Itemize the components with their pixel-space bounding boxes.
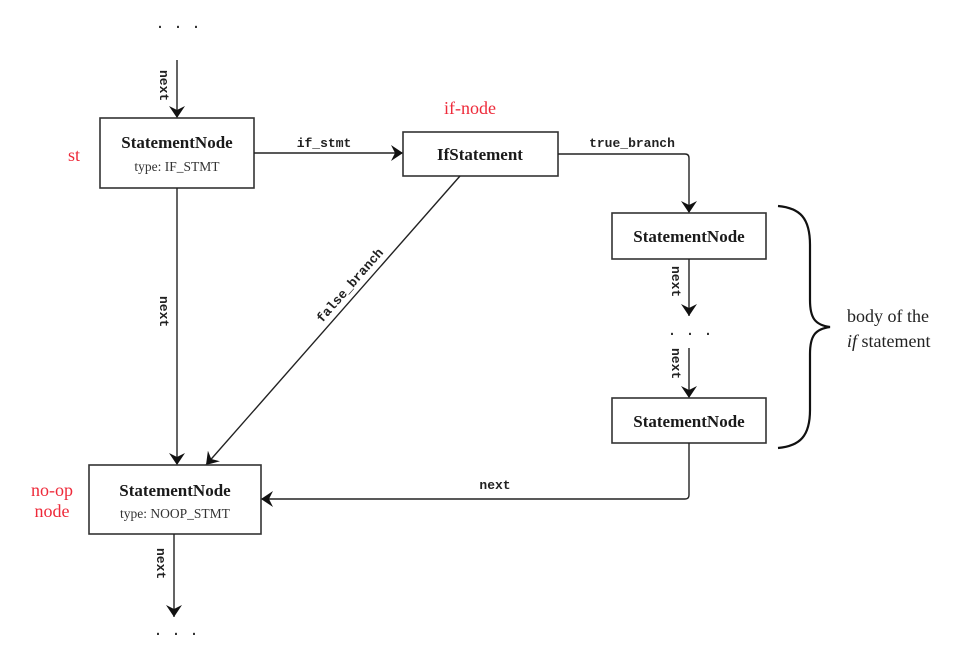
edge-label-top-next: next <box>156 70 171 101</box>
brace-label-statement: statement <box>857 331 930 351</box>
brace-label-line1: body of the <box>847 306 929 326</box>
edge-label-true-branch: true_branch <box>589 136 675 151</box>
node-body-last: StatementNode <box>611 397 767 444</box>
brace-icon <box>777 204 831 450</box>
node-st-statement: StatementNode type: IF_STMT <box>99 117 255 189</box>
annotation-if-node: if-node <box>444 98 496 118</box>
edge-return-next <box>261 443 690 507</box>
annotation-noop-line1: no-op <box>31 480 73 500</box>
node-noop-box <box>88 464 262 535</box>
node-body-first: StatementNode <box>611 212 767 260</box>
node-noop-subtitle: type: NOOP_STMT <box>120 506 231 521</box>
node-st-box <box>99 117 255 189</box>
node-if-statement: IfStatement <box>402 131 559 177</box>
node-st-subtitle: type: IF_STMT <box>134 159 220 174</box>
node-st-title: StatementNode <box>121 133 233 152</box>
edge-label-body-next-2: next <box>668 348 683 379</box>
node-noop-title: StatementNode <box>119 481 231 500</box>
node-body-first-title: StatementNode <box>633 227 745 246</box>
edge-label-body-next-1: next <box>668 266 683 297</box>
edge-label-false-branch: false_branch <box>314 245 387 325</box>
brace-label-line2: if statement <box>847 331 931 351</box>
ellipsis-bottom: . . . <box>153 623 198 640</box>
edge-true-branch <box>558 153 697 213</box>
node-body-first-box <box>611 212 767 260</box>
ellipsis-body: . . . <box>667 323 712 340</box>
edge-label-return-next: next <box>479 478 510 493</box>
edge-label-if-stmt: if_stmt <box>297 136 352 151</box>
edge-label-bottom-next: next <box>153 548 168 579</box>
edge-label-st-next: next <box>156 296 171 327</box>
annotation-st: st <box>68 145 80 165</box>
node-noop-statement: StatementNode type: NOOP_STMT <box>88 464 262 535</box>
node-body-last-box <box>611 397 767 444</box>
ellipsis-top: . . . <box>155 16 200 33</box>
edge-false-branch <box>205 175 461 466</box>
annotation-noop-line2: node <box>35 501 70 521</box>
node-if-title: IfStatement <box>437 145 523 164</box>
brace-label-if: if <box>847 331 860 351</box>
node-body-last-title: StatementNode <box>633 412 745 431</box>
